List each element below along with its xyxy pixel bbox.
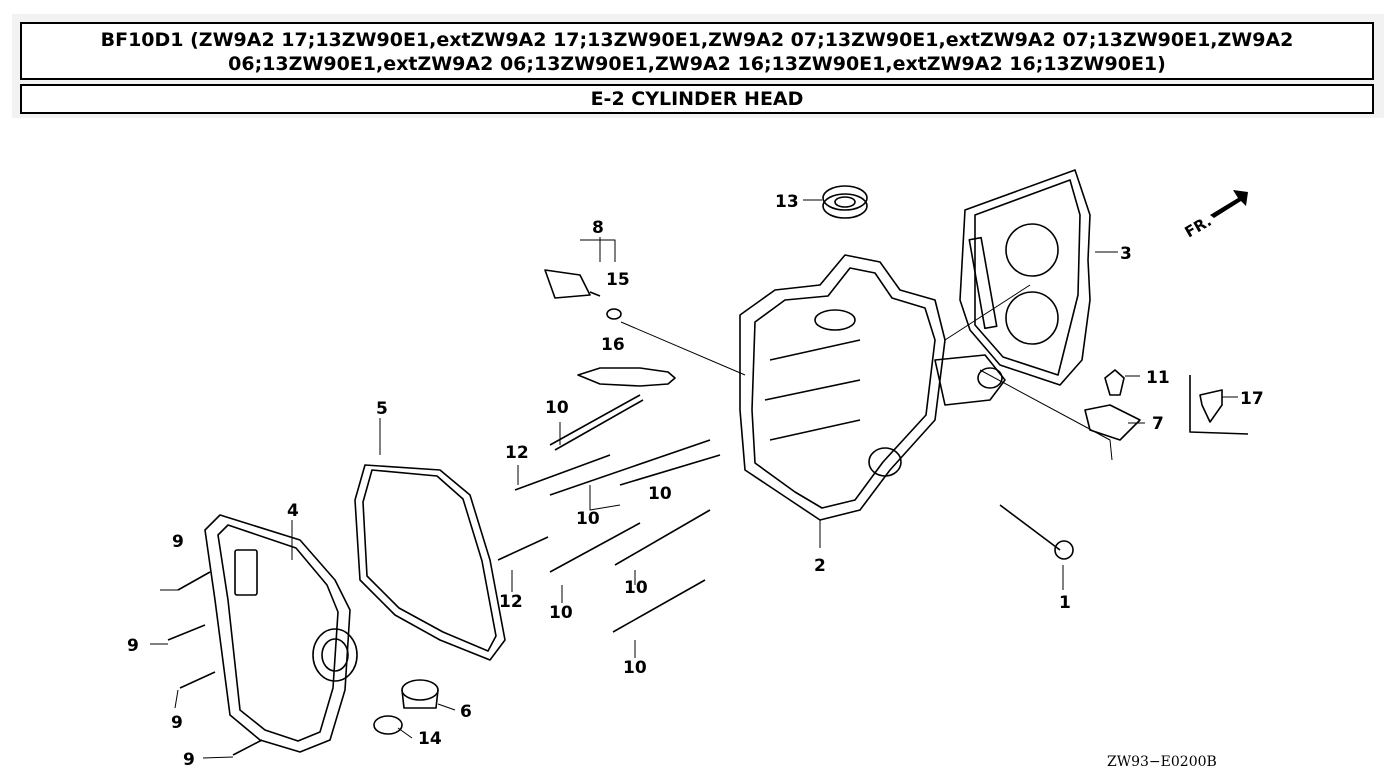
callout-10: 10: [545, 398, 569, 418]
callout-17: 17: [1240, 389, 1264, 409]
callout-14: 14: [418, 729, 442, 749]
model-applicability-line: BF10D1 (ZW9A2 17;13ZW90E1,extZW9A2 17;13…: [20, 22, 1374, 80]
leader-lines: [150, 199, 1238, 759]
callout-10: 10: [576, 509, 600, 529]
callout-5: 5: [376, 399, 388, 419]
callout-2: 2: [814, 556, 826, 576]
callout-9: 9: [127, 636, 139, 656]
callout-10: 10: [549, 603, 573, 623]
cover-gasket-drawing: [354, 464, 506, 661]
section-title: E-2 CYLINDER HEAD: [20, 84, 1374, 114]
callout-9: 9: [183, 750, 195, 770]
callout-9: 9: [172, 532, 184, 552]
drawing-code: ZW93−E0200B: [1107, 754, 1217, 770]
callout-12: 12: [505, 443, 529, 463]
callout-12: 12: [499, 592, 523, 612]
oil-filler-cap-drawing: [373, 679, 439, 735]
callout-1: 1: [1059, 593, 1071, 613]
callout-10: 10: [648, 484, 672, 504]
callout-4: 4: [287, 501, 299, 521]
front-direction-icon: FR.: [1182, 190, 1248, 241]
callout-10: 10: [624, 578, 648, 598]
bolts-drawing: [167, 394, 1074, 756]
callout-9: 9: [171, 713, 183, 733]
callout-10: 10: [623, 658, 647, 678]
callout-13: 13: [775, 192, 799, 212]
header-panel: BF10D1 (ZW9A2 17;13ZW90E1,extZW9A2 17;13…: [12, 14, 1384, 118]
bracket-drawing: [1084, 369, 1249, 441]
spark-plug-drawing: [577, 367, 676, 387]
head-gasket-drawing: [959, 169, 1091, 386]
head-cover-drawing: [204, 514, 358, 753]
callout-11: 11: [1146, 368, 1170, 388]
oil-seal-drawing: [822, 185, 868, 219]
cylinder-head-drawing: [739, 254, 1006, 521]
sensor-drawing: [544, 269, 622, 320]
callout-16: 16: [601, 335, 625, 355]
callout-3: 3: [1120, 244, 1132, 264]
front-direction-label: FR.: [1182, 212, 1215, 241]
callout-15: 15: [606, 270, 630, 290]
callout-8: 8: [592, 218, 604, 238]
callout-6: 6: [460, 702, 472, 722]
callout-7: 7: [1152, 414, 1164, 434]
